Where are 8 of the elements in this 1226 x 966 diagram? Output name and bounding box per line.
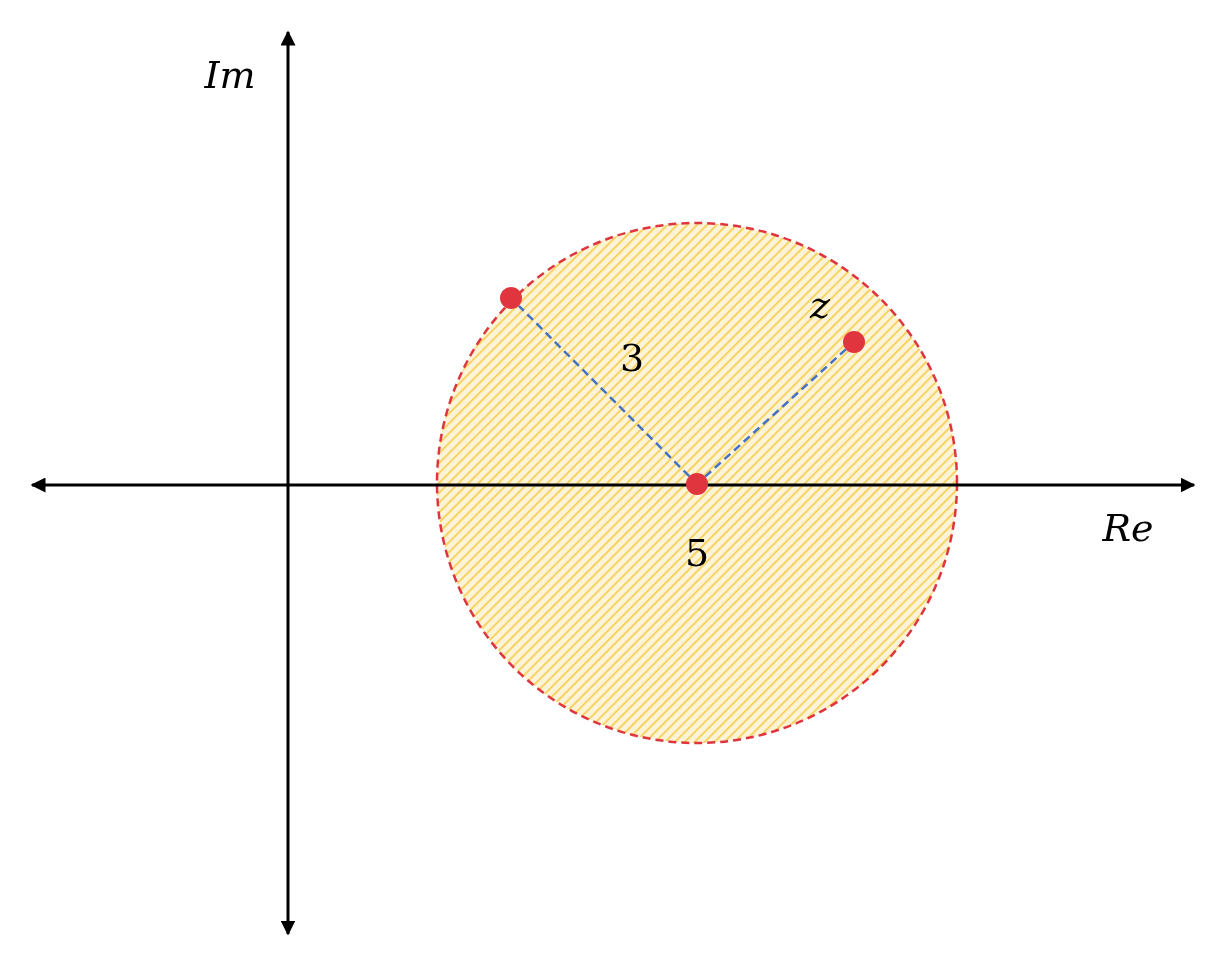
- axis-label: Im: [204, 56, 256, 94]
- point-label: 5: [684, 534, 710, 572]
- axis-label: Re: [1102, 509, 1154, 547]
- dashed-line: [517, 304, 691, 478]
- point-label: z: [810, 286, 830, 324]
- point-marker: [500, 287, 522, 309]
- edge-label: 3: [619, 339, 645, 377]
- dashed-line: [704, 348, 847, 478]
